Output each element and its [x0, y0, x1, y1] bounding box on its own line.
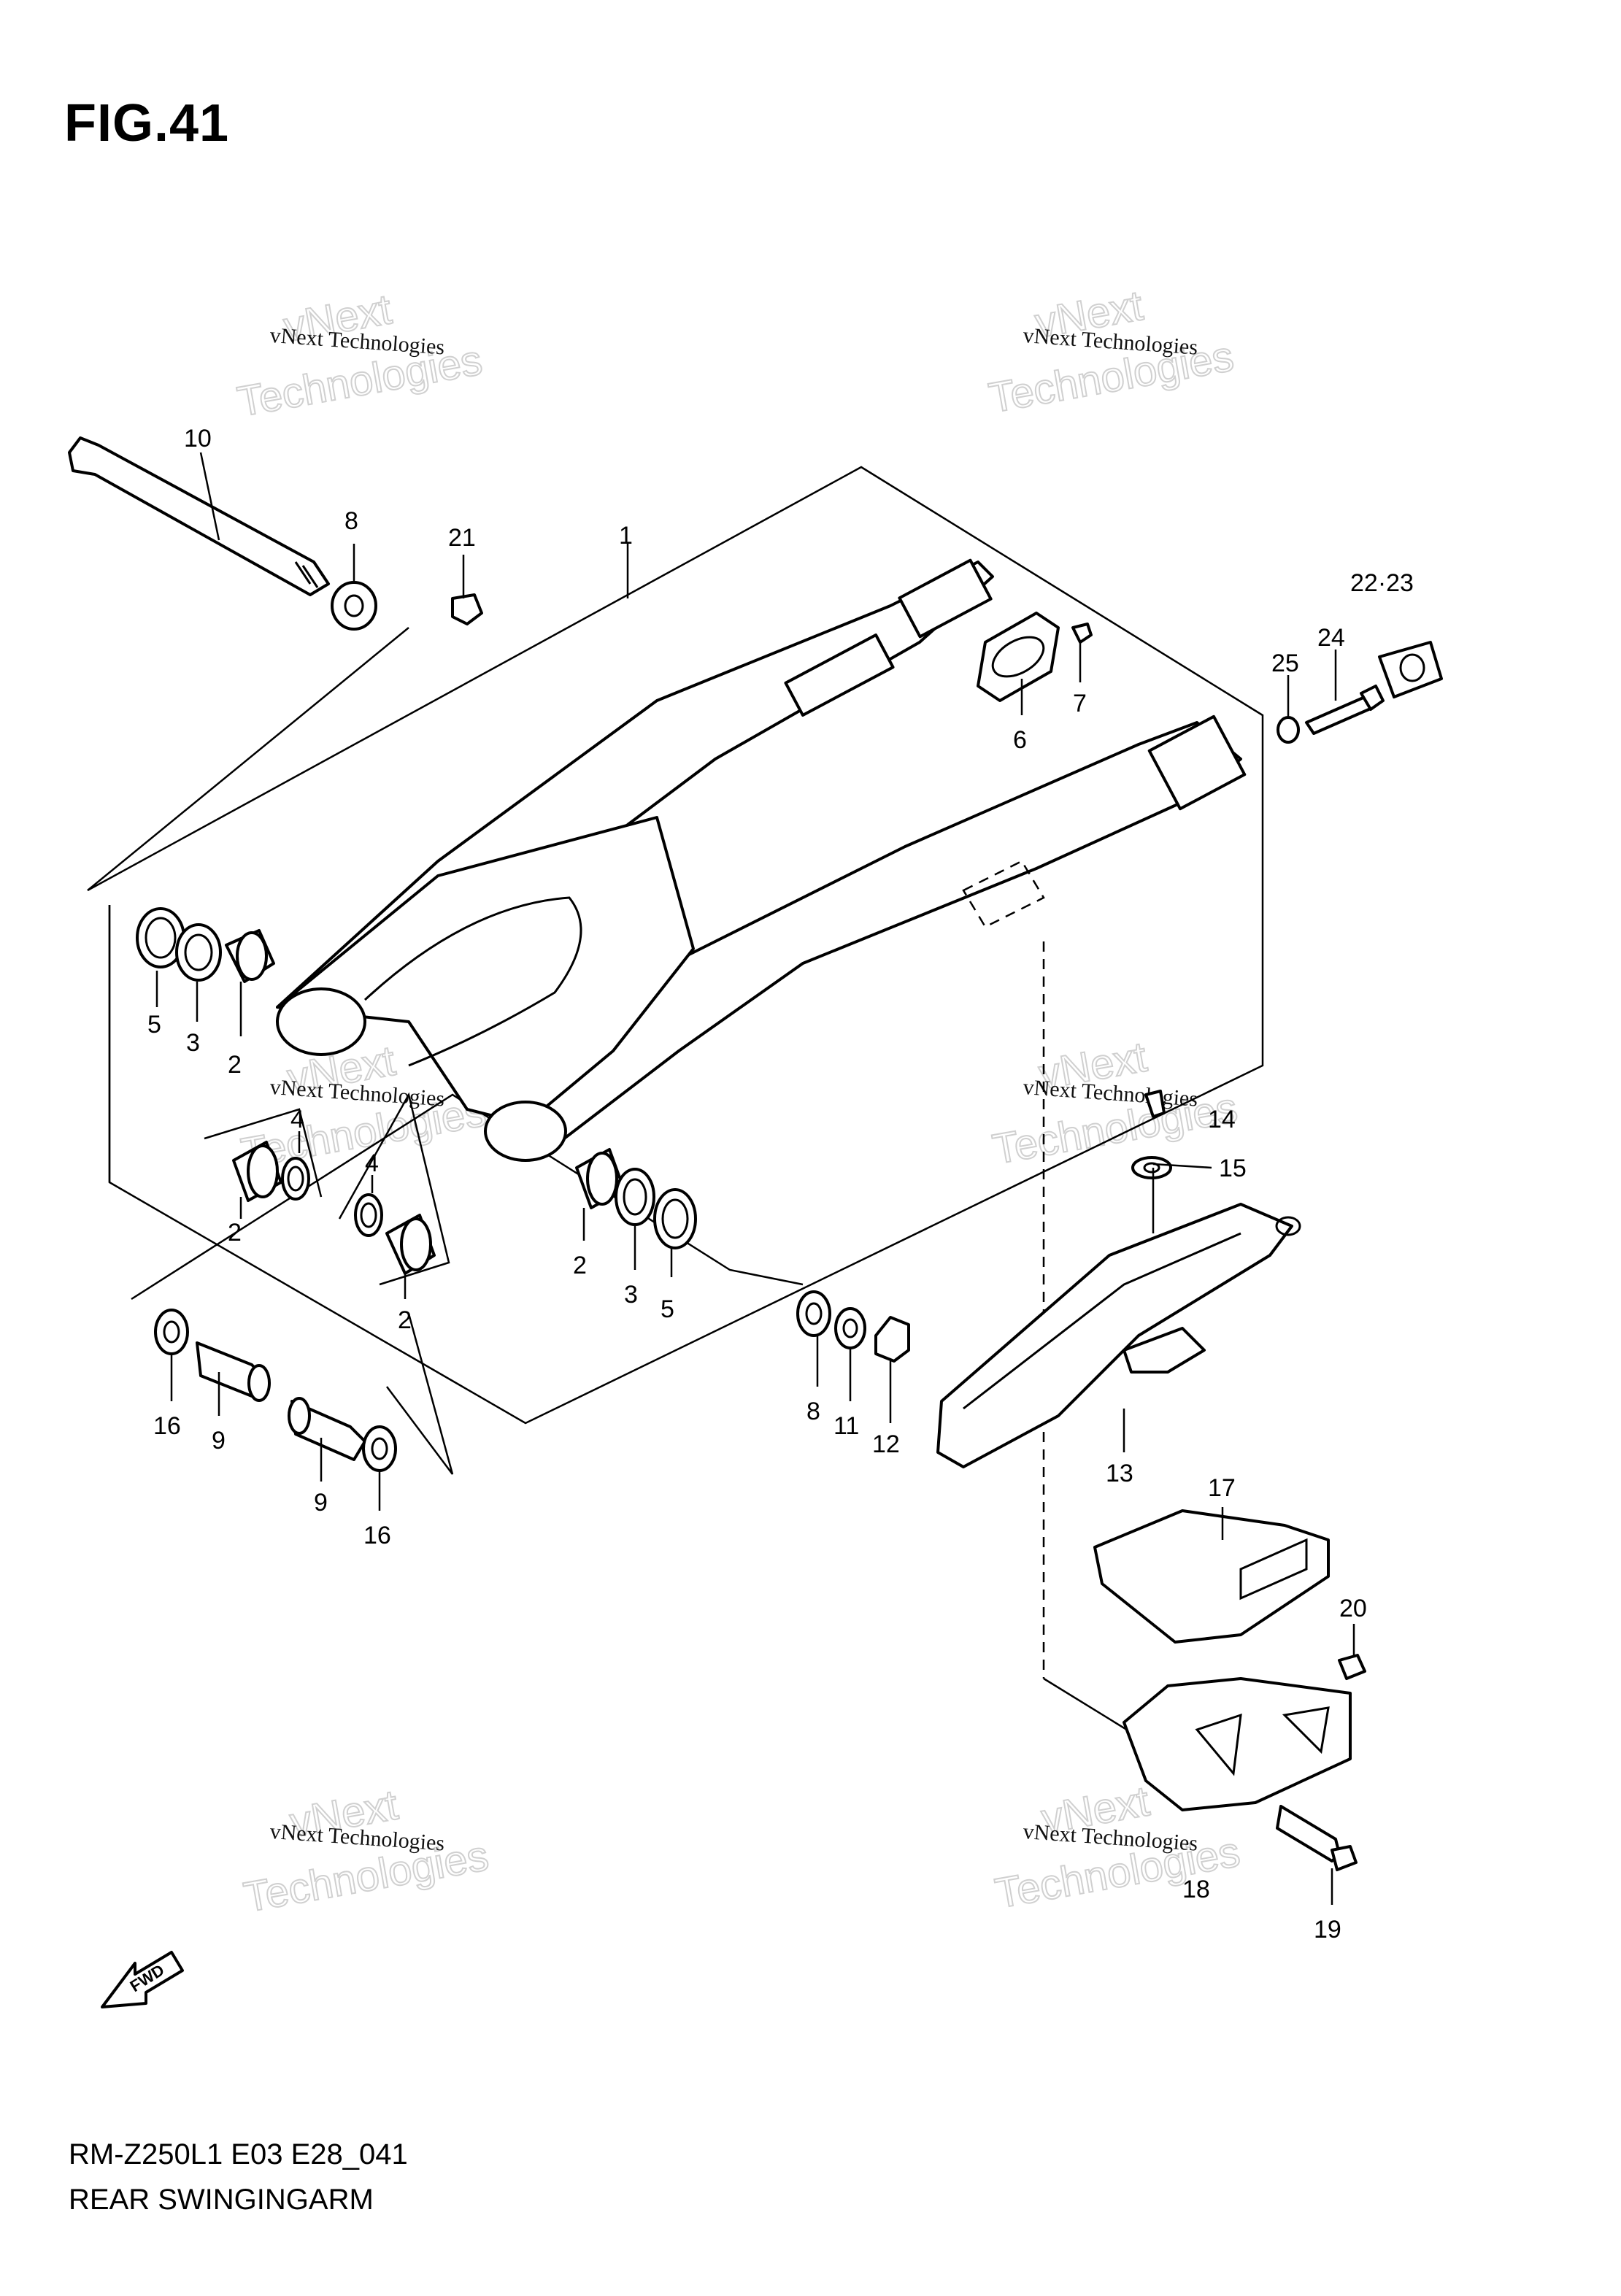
callout-10: 10 [184, 425, 212, 452]
callout-14: 14 [1208, 1106, 1236, 1133]
watermark-text: vNext Technologies [269, 323, 446, 360]
callout-7: 7 [1073, 690, 1087, 717]
callout-2: 2 [228, 1219, 242, 1247]
callout-8: 8 [344, 507, 358, 535]
pivot-shaft [68, 436, 330, 596]
fwd-arrow: FWD [101, 1951, 184, 2008]
callout-21: 21 [448, 524, 476, 552]
callout-5: 5 [147, 1011, 161, 1039]
callout-12: 12 [872, 1430, 900, 1458]
diagram-name: REAR SWINGINGARM [69, 2184, 374, 2216]
watermark-text: vNext Technologies [269, 1819, 446, 1856]
callout-13: 13 [1106, 1460, 1133, 1487]
callout-5: 5 [661, 1295, 674, 1323]
model-code: RM-Z250L1 E03 E28_041 [69, 2138, 408, 2170]
callout-2: 2 [398, 1306, 412, 1334]
callout-1: 1 [619, 522, 633, 550]
callout-19: 19 [1314, 1916, 1341, 1943]
callout-9: 9 [314, 1489, 328, 1517]
callout-16: 16 [153, 1412, 181, 1440]
callout-8: 8 [806, 1398, 820, 1425]
callout-labels: 10 8 21 1 6 7 25 24 22·23 5 3 2 4 2 4 2 … [147, 425, 1414, 1943]
callout-18: 18 [1182, 1876, 1210, 1903]
callout-9: 9 [212, 1427, 226, 1455]
figure-title: FIG.41 [64, 94, 230, 153]
leader-lines [155, 452, 1355, 1905]
swingarm-body [276, 558, 1247, 1162]
callout-11: 11 [833, 1412, 859, 1440]
callout-15: 15 [1219, 1155, 1247, 1182]
callout-4: 4 [290, 1106, 304, 1133]
callout-2: 2 [573, 1252, 587, 1279]
callout-6: 6 [1013, 726, 1027, 754]
callout-17: 17 [1208, 1474, 1236, 1502]
callout-3: 3 [624, 1281, 638, 1309]
callout-3: 3 [186, 1029, 200, 1057]
callout-2: 2 [228, 1051, 242, 1079]
hardware-parts [136, 581, 1443, 1472]
callout-24: 24 [1317, 624, 1345, 652]
callout-4: 4 [365, 1149, 379, 1177]
chain-buffer [936, 1203, 1301, 1468]
callout-16: 16 [363, 1522, 391, 1549]
callout-25: 25 [1271, 650, 1299, 677]
chain-guide [1093, 1509, 1366, 1871]
callout-20: 20 [1339, 1595, 1367, 1622]
callout-22-23: 22·23 [1350, 569, 1414, 597]
